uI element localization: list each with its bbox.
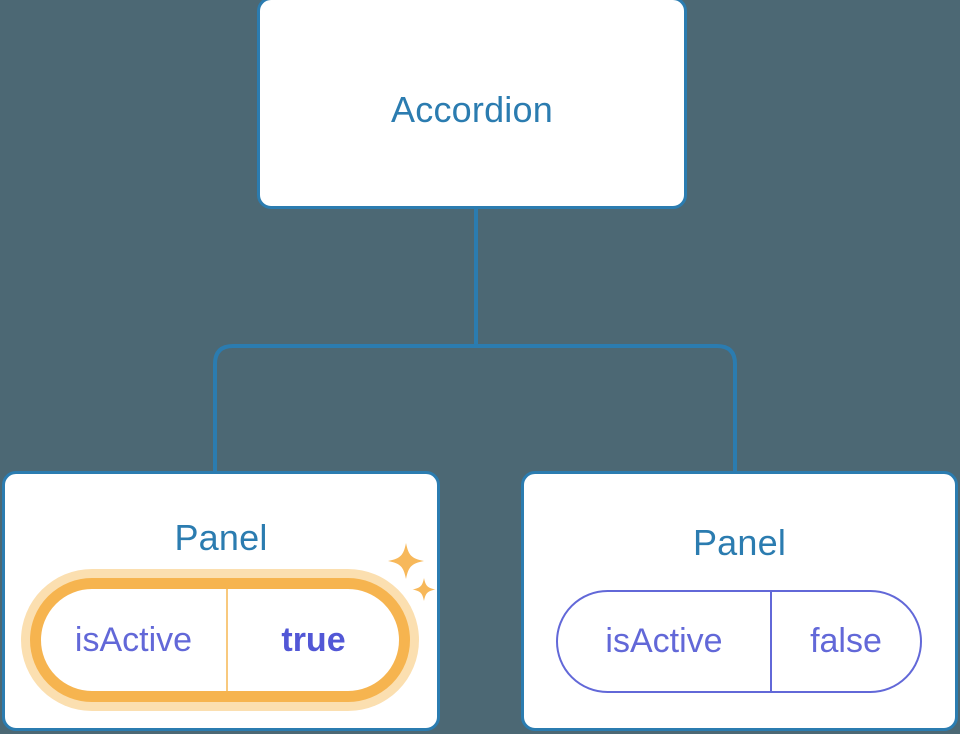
connector-branch-right	[476, 344, 737, 474]
prop-value-label: false	[810, 622, 882, 660]
prop-value-label: true	[281, 620, 346, 659]
prop-pill-active[interactable]: isActive true	[30, 578, 410, 702]
node-panel-inactive-title: Panel	[692, 522, 787, 563]
node-accordion-title: Accordion	[391, 89, 553, 130]
node-accordion[interactable]: Accordion	[257, 0, 687, 209]
node-panel-active-title: Panel	[174, 517, 268, 558]
connector-branch-left	[213, 344, 476, 474]
prop-key-label: isActive	[41, 589, 228, 691]
prop-key-label: isActive	[558, 592, 772, 691]
prop-pill-inactive[interactable]: isActive false	[556, 590, 922, 693]
